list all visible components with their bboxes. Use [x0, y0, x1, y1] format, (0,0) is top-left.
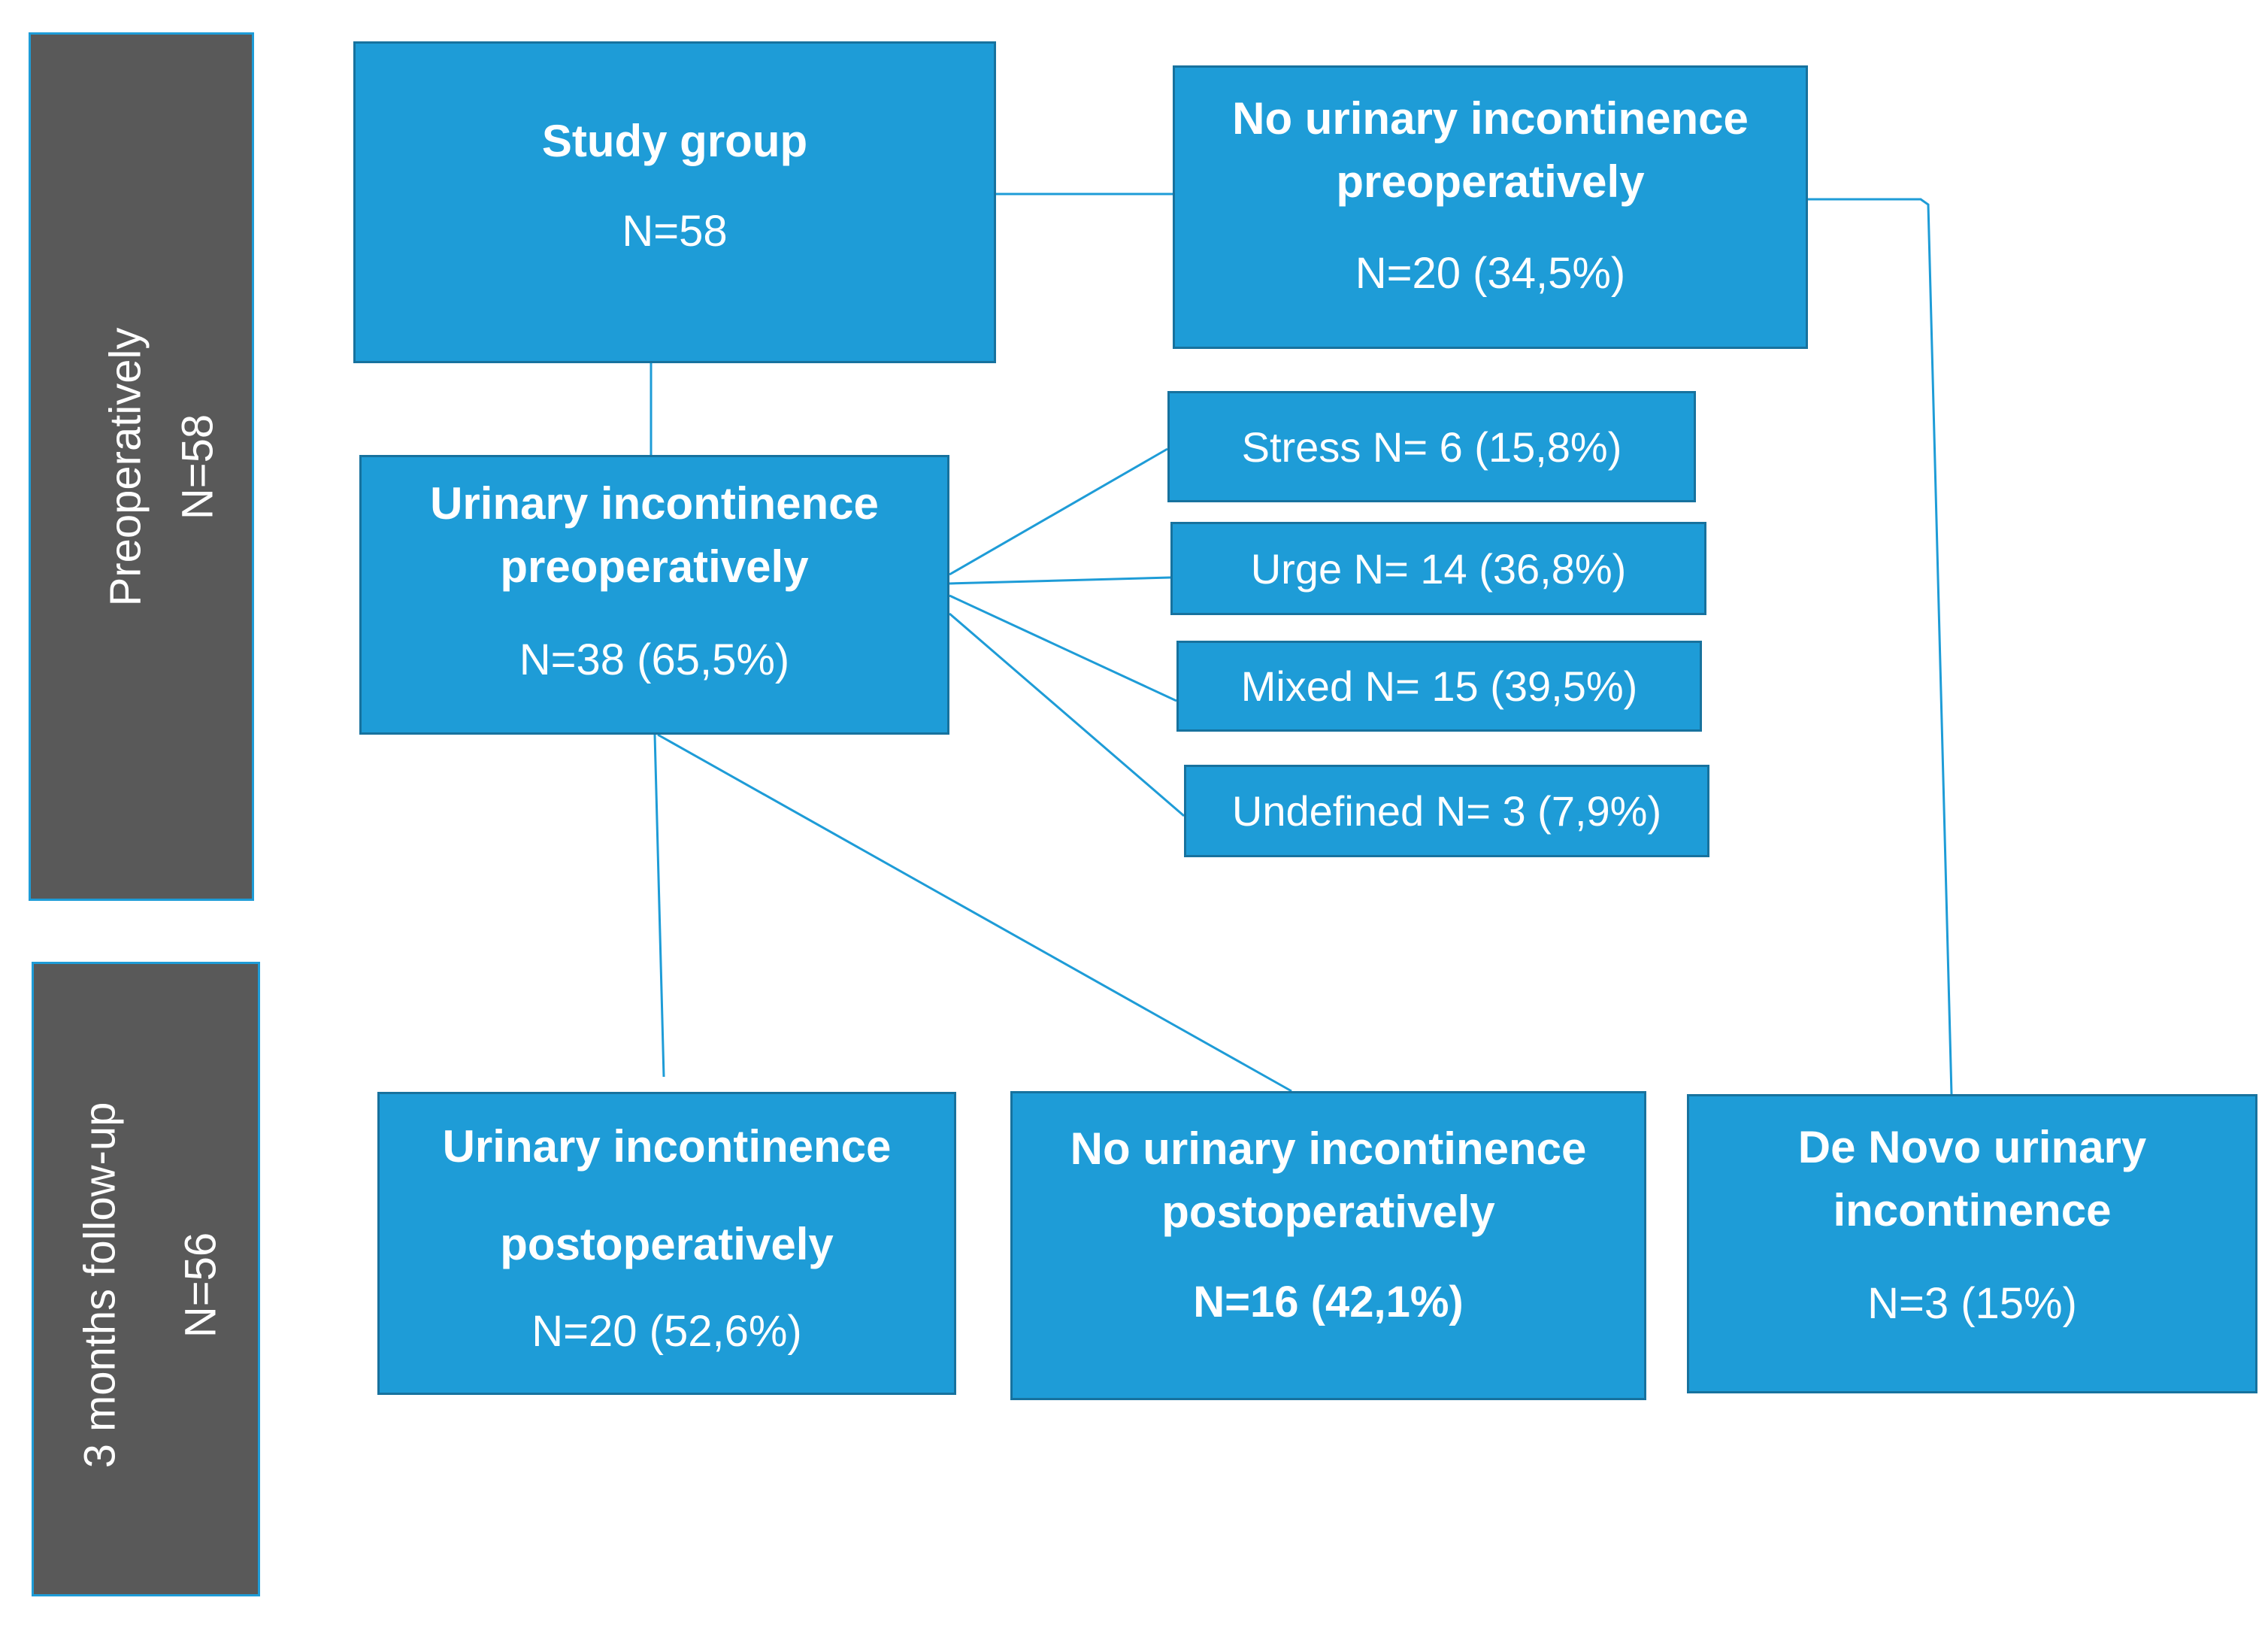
study-group-n: N=58 — [622, 207, 728, 256]
band-preoperatively: Preoperatively N=58 — [29, 32, 254, 901]
no-ui-pre-title-1: No urinary incontinence — [1232, 93, 1749, 144]
ui-pre-box: Urinary incontinence preoperatively N=38… — [359, 455, 949, 735]
connector-ui-pre-to-undefined — [949, 612, 1185, 817]
mixed-box: Mixed N= 15 (39,5%) — [1176, 641, 1702, 732]
no-ui-post-box: No urinary incontinence postoperatively … — [1010, 1091, 1646, 1400]
ui-pre-title-1: Urinary incontinence — [430, 478, 879, 529]
ui-post-title-1: Urinary incontinence — [442, 1121, 892, 1172]
band-preoperatively-n: N=58 — [173, 414, 223, 520]
de-novo-title-1: De Novo urinary — [1797, 1122, 2147, 1172]
connector-ui-pre-to-ui-post — [653, 734, 665, 1078]
no-ui-pre-n: N=20 (34,5%) — [1355, 249, 1626, 298]
ui-pre-n: N=38 (65,5%) — [519, 635, 790, 684]
no-ui-post-title-1: No urinary incontinence — [1070, 1123, 1587, 1174]
ui-post-box: Urinary incontinence postoperatively N=2… — [377, 1092, 956, 1395]
ui-post-title-2: postoperatively — [500, 1219, 834, 1269]
band-follow-up: 3 months follow-up N=56 — [32, 962, 260, 1596]
band-follow-up-n: N=56 — [176, 1232, 226, 1339]
connector-ui-pre-to-stress — [949, 447, 1168, 576]
de-novo-box: De Novo urinary incontinence N=3 (15%) — [1687, 1094, 2257, 1393]
ui-post-n: N=20 (52,6%) — [531, 1307, 802, 1356]
de-novo-title-2: incontinence — [1833, 1185, 2112, 1235]
no-ui-post-n: N=16 (42,1%) — [1193, 1278, 1464, 1326]
connector-ui-pre-to-urge — [949, 576, 1171, 585]
stress-box: Stress N= 6 (15,8%) — [1167, 391, 1696, 502]
urge-box: Urge N= 14 (36,8%) — [1170, 522, 1706, 615]
connector-no-ui-pre-to-de-novo — [1808, 198, 1953, 1095]
study-group-box: Study group N=58 — [353, 41, 996, 363]
no-ui-pre-box: No urinary incontinence preoperatively N… — [1173, 65, 1808, 349]
band-follow-up-title: 3 months follow-up — [75, 1102, 125, 1469]
no-ui-post-title-2: postoperatively — [1161, 1187, 1495, 1237]
connector-ui-pre-to-mixed — [949, 594, 1177, 702]
no-ui-pre-title-2: preoperatively — [1336, 156, 1645, 207]
band-preoperatively-title: Preoperatively — [101, 327, 150, 607]
ui-pre-title-2: preoperatively — [500, 541, 809, 592]
undefined-box: Undefined N= 3 (7,9%) — [1184, 765, 1709, 857]
study-group-title: Study group — [541, 116, 808, 166]
de-novo-n: N=3 (15%) — [1867, 1279, 2077, 1328]
connector-ui-pre-to-no-ui-post — [657, 733, 1292, 1093]
